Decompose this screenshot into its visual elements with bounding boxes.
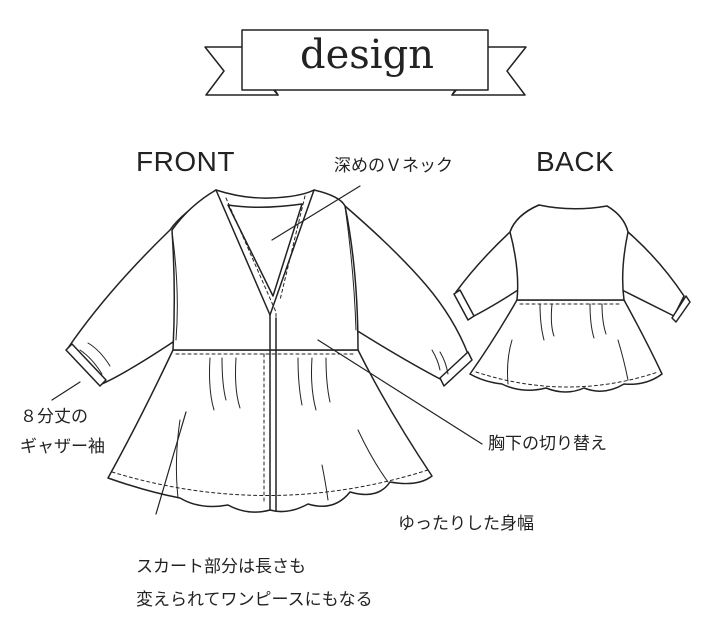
back-skirt <box>469 299 663 393</box>
back-garment <box>453 204 691 393</box>
back-right-cuff <box>671 295 691 323</box>
callout-waist: 胸下の切り替え <box>488 434 607 454</box>
front-left-cuff <box>65 343 107 387</box>
leader-skirt <box>155 411 187 515</box>
front-label: FRONT <box>136 146 235 177</box>
front-garment <box>65 189 473 513</box>
back-bodice <box>509 204 629 301</box>
callout-sleeve-line2: ギャザー袖 <box>20 437 105 457</box>
front-right-sleeve <box>344 205 469 381</box>
banner-title: design <box>300 32 434 78</box>
leader-sleeve <box>51 381 81 401</box>
callout-skirt-line1: スカート部分は長さも <box>136 557 306 577</box>
back-details <box>475 303 659 388</box>
back-label: BACK <box>536 146 615 177</box>
banner-ribbon <box>204 29 527 96</box>
back-left-cuff <box>453 289 475 321</box>
leader-neck <box>271 185 361 241</box>
leader-lines <box>51 185 483 515</box>
callout-sleeve-line1: ８分丈の <box>20 407 88 427</box>
callout-body: ゆったりした身幅 <box>398 514 534 534</box>
front-details <box>79 189 449 511</box>
leader-waist <box>317 339 483 445</box>
callout-skirt-line2: 変えられてワンピースにもなる <box>136 590 373 610</box>
callout-neck: 深めのＶネック <box>334 156 453 176</box>
front-right-cuff <box>439 351 473 387</box>
